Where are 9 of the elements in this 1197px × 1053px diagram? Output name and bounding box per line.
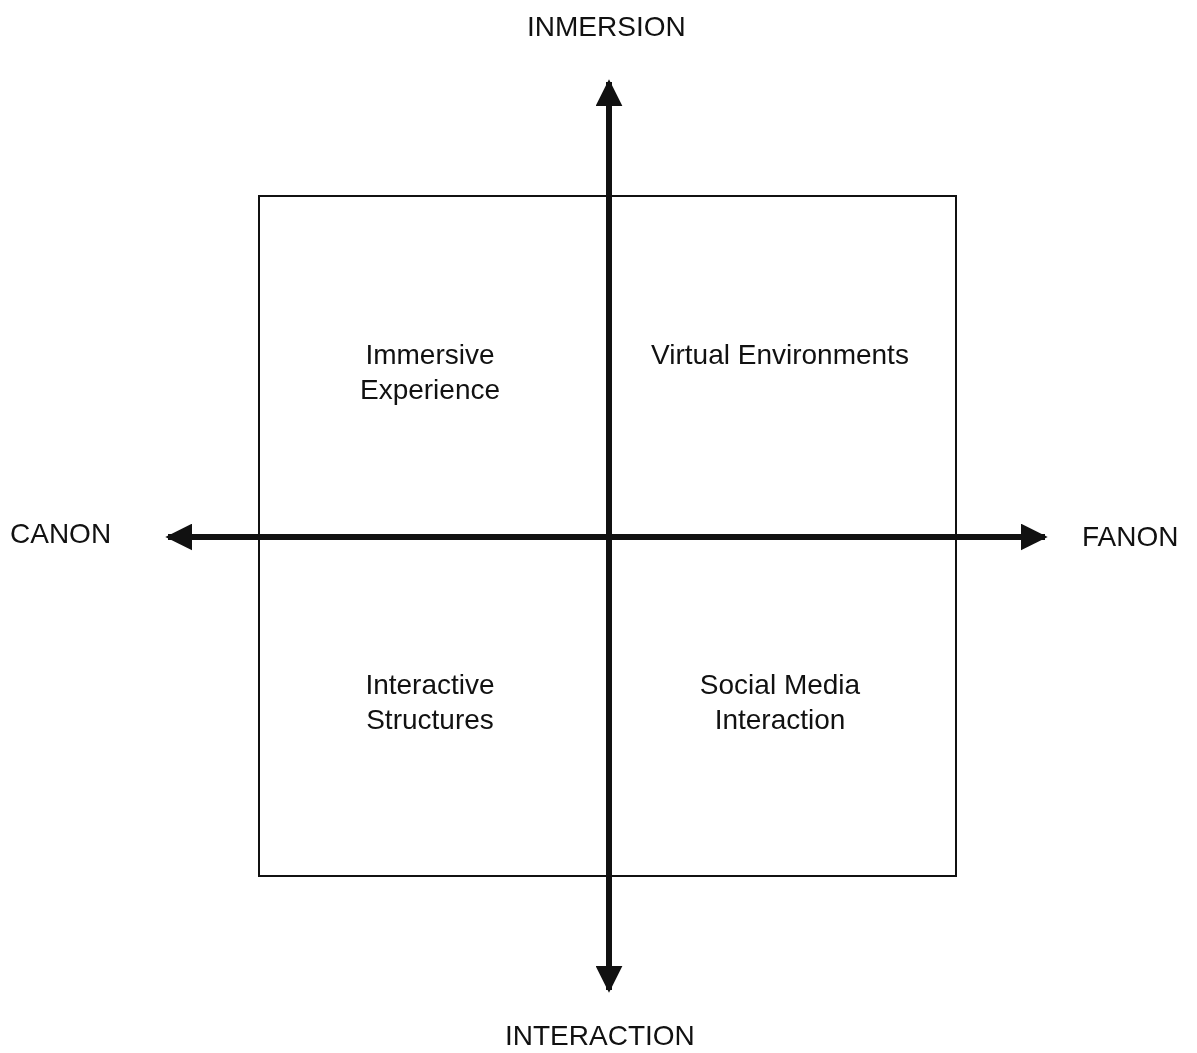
quadrant-label: Interactive Structures [364,668,496,737]
quadrant-box [258,195,957,877]
axis-label: INTERACTION [505,1019,695,1053]
axis-label: INMERSION [527,10,686,44]
quadrant-label: Immersive Experience [358,338,502,407]
quadrant-label: Virtual Environments [650,338,910,372]
quadrant-label: Social Media Interaction [698,668,862,737]
axis-label: FANON [1082,520,1179,554]
axis-label: CANON [10,517,112,551]
